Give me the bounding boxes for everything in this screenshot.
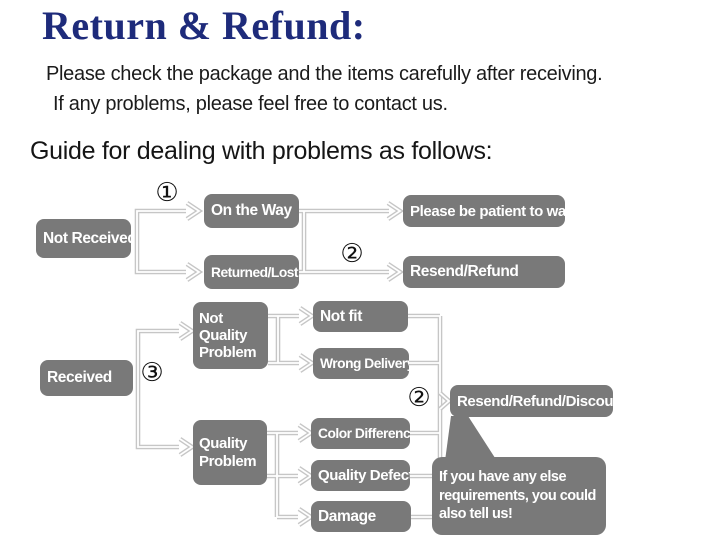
step-2-badge-top: ②	[340, 239, 364, 269]
node-not-fit: Not fit	[313, 301, 408, 332]
node-not-received: Not Received	[36, 219, 131, 258]
intro-line-2: If any problems, please feel free to con…	[53, 93, 448, 115]
node-on-the-way: On the Way	[204, 194, 299, 228]
node-please-be-patient: Please be patient to wait	[403, 195, 565, 227]
step-2-badge-bottom: ②	[407, 383, 431, 413]
node-quality-defect: Quality Defect	[311, 460, 410, 491]
node-wrong-delivery: Wrong Delivery	[313, 348, 409, 379]
node-resend-refund-discount: Resend/Refund/Discount	[450, 385, 613, 417]
guide-heading: Guide for dealing with problems as follo…	[30, 137, 493, 165]
page-title: Return & Refund:	[42, 3, 366, 48]
node-color-difference: Color Difference	[311, 418, 410, 449]
node-resend-refund: Resend/Refund	[403, 256, 565, 288]
node-quality-problem: Quality Problem	[193, 420, 267, 485]
node-not-quality-problem: Not Quality Problem	[193, 302, 268, 369]
step-1-badge: ①	[155, 178, 179, 208]
node-returned-lost: Returned/Lost	[204, 255, 299, 289]
node-damage: Damage	[311, 501, 411, 532]
node-received: Received	[40, 360, 133, 396]
intro-line-1: Please check the package and the items c…	[46, 63, 603, 85]
speech-bubble-tail	[445, 416, 497, 461]
note-speech-bubble: If you have any else requirements, you c…	[432, 457, 606, 535]
step-3-badge: ③	[140, 358, 164, 388]
